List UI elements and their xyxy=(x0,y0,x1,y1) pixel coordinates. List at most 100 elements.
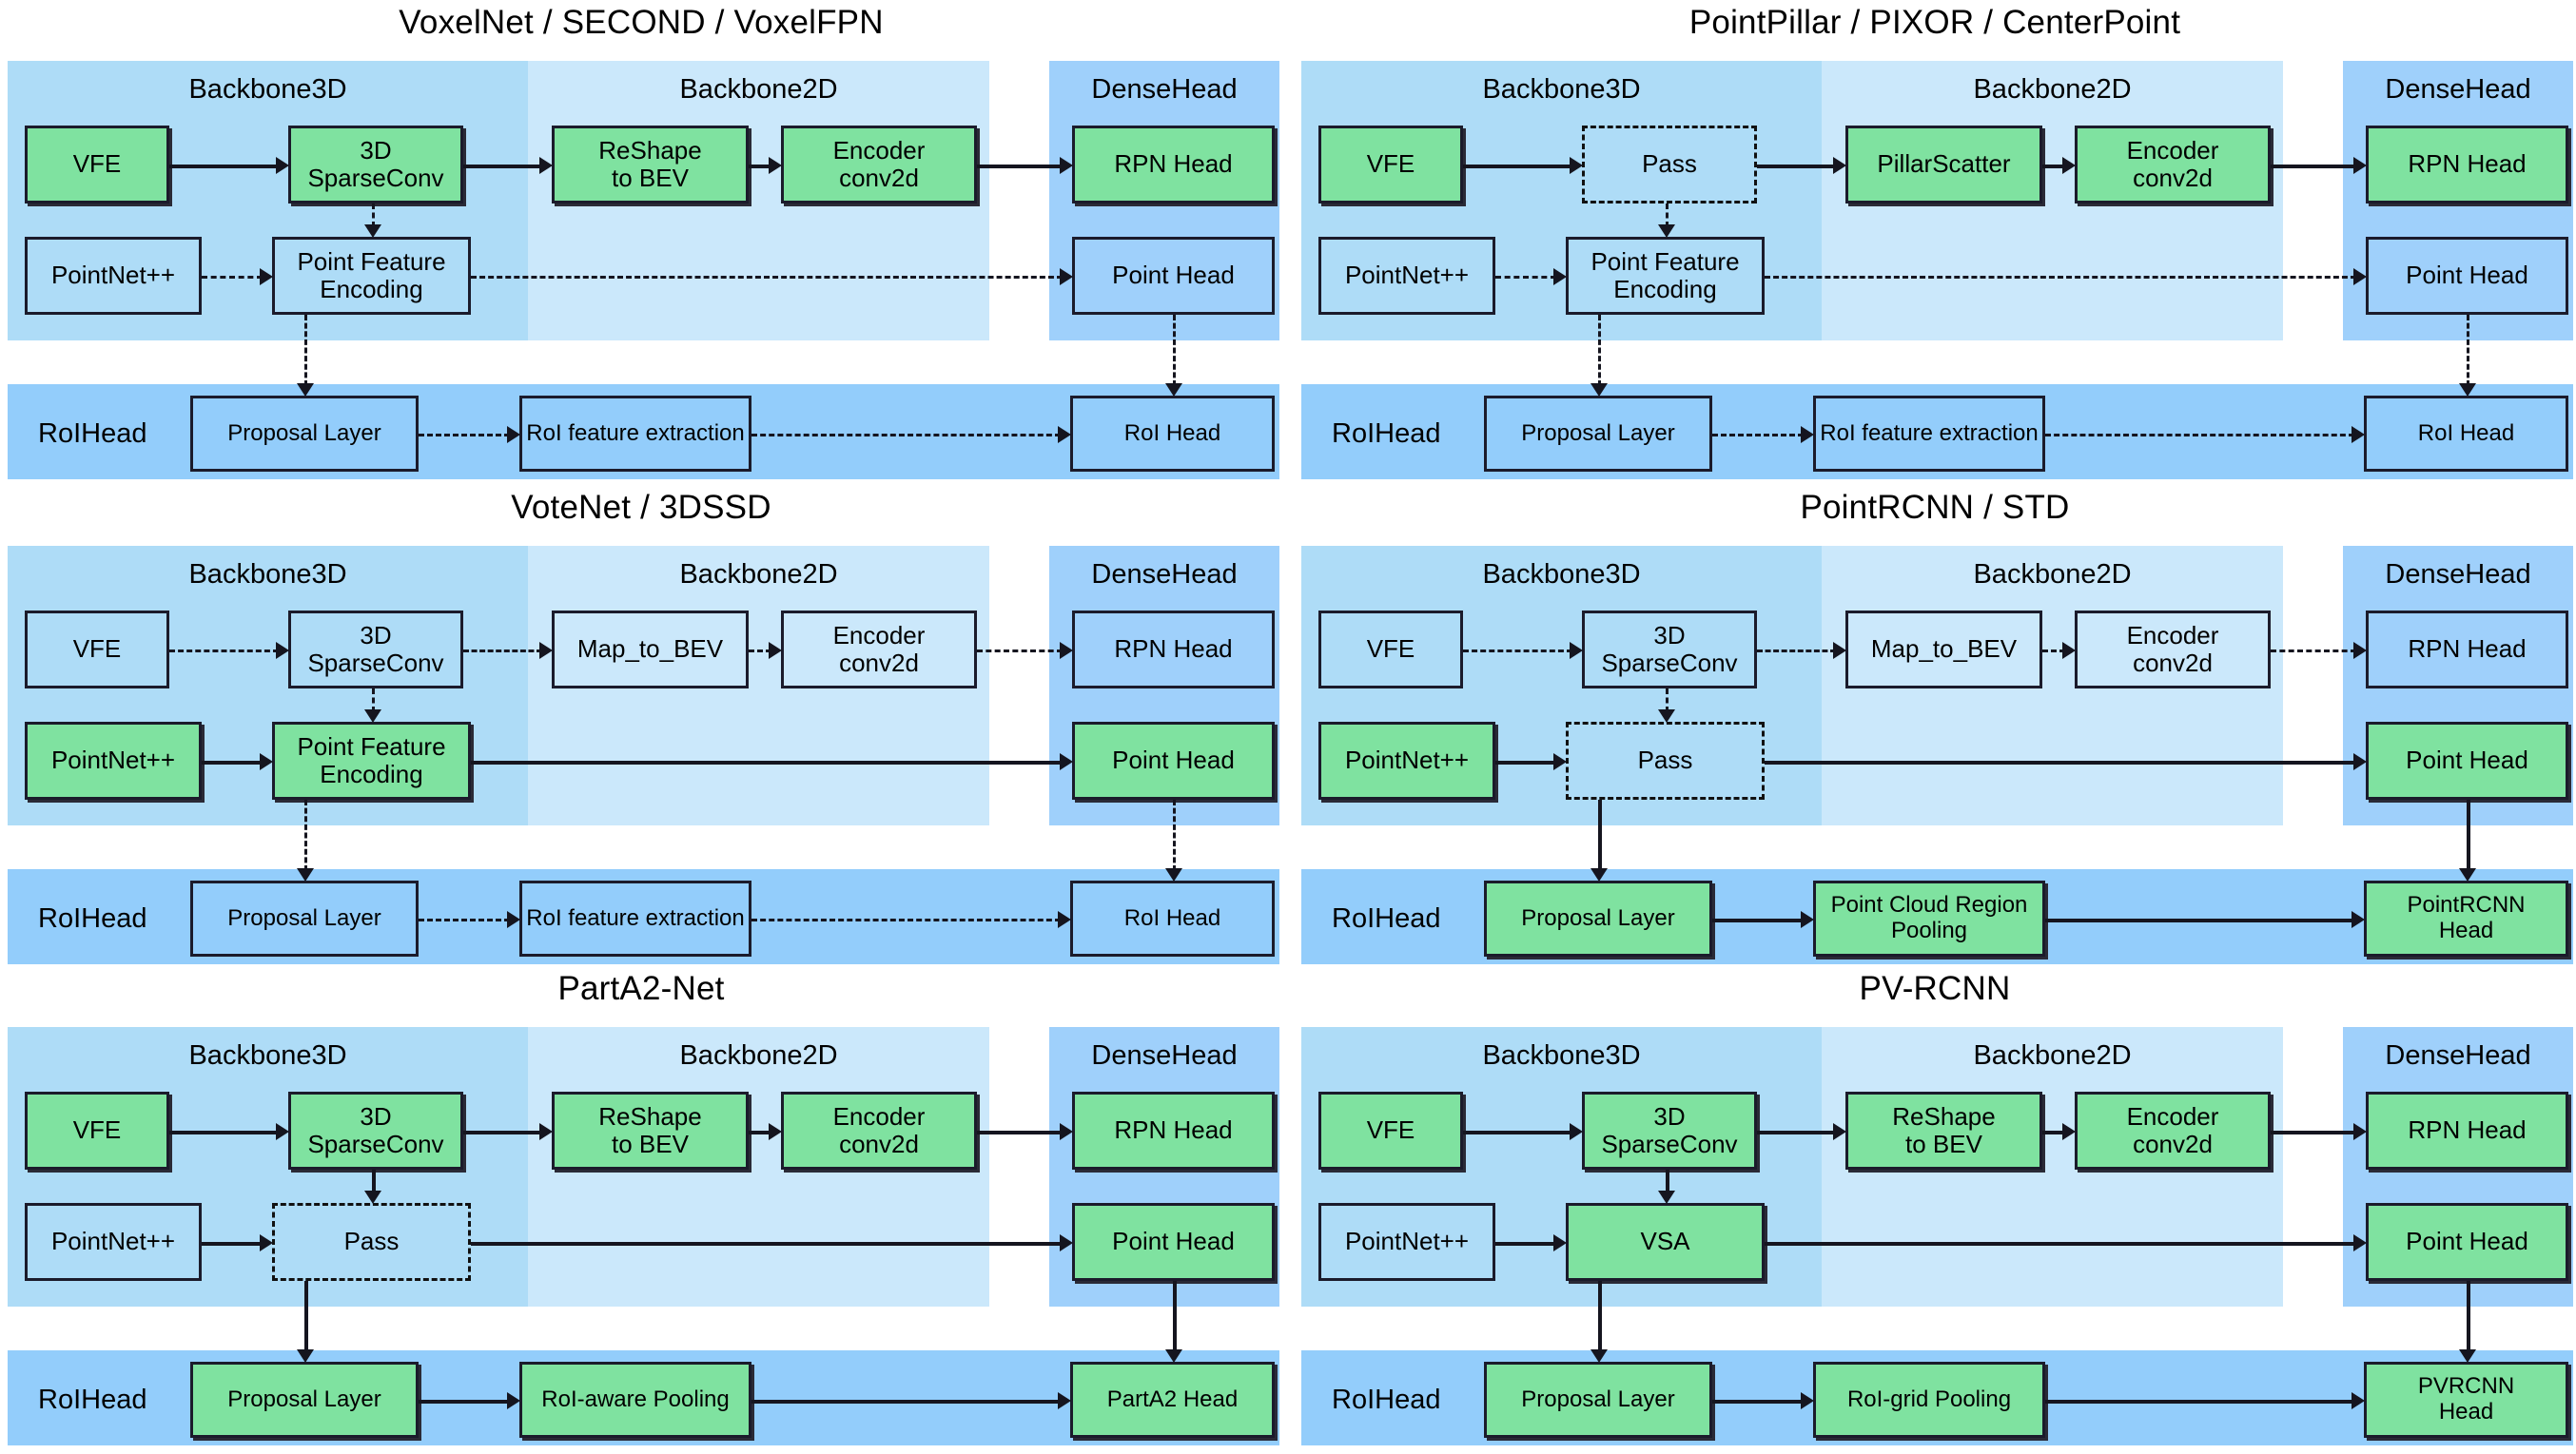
edge-pointnet-to-middle-voxelnet-line xyxy=(202,276,263,279)
edge-middle-to-pointhead-voxelnet-line xyxy=(471,276,1063,279)
node-sparseconv-pointrcnn: 3D SparseConv xyxy=(1582,611,1757,688)
edge-middle-to-proposal-voxelnet-line xyxy=(304,315,307,386)
edge-proposal-to-roifeat-pointrcnn-arrowhead xyxy=(1801,911,1814,928)
edge-sparseconv-to-middle-pointpillar-line xyxy=(1665,204,1669,227)
backbone2d-label: Backbone2D xyxy=(1973,74,2132,105)
roihead-label: RoIHead xyxy=(38,418,147,449)
node-middle-voxelnet: Point Feature Encoding xyxy=(272,237,471,315)
edge-middle-to-pointhead-pvrcnn-arrowhead xyxy=(2353,1234,2367,1251)
node-rpn_head-parta2: RPN Head xyxy=(1072,1092,1275,1170)
edge-vfe-to-sparseconv-pvrcnn-line xyxy=(1463,1131,1572,1134)
edge-sparseconv-to-middle-parta2-line xyxy=(371,1170,376,1193)
edge-sparseconv-to-bev-pointpillar-arrowhead xyxy=(1833,157,1846,174)
edge-proposal-to-roifeat-votenet-line xyxy=(419,919,510,921)
edge-bev-to-encoder-voxelnet-arrowhead xyxy=(769,157,782,174)
edge-vfe-to-sparseconv-pointrcnn-arrowhead xyxy=(1570,642,1583,659)
node-to_bev-parta2: ReShape to BEV xyxy=(552,1092,749,1170)
edge-sparseconv-to-bev-voxelnet-line xyxy=(463,165,542,168)
edge-bev-to-encoder-pvrcnn-arrowhead xyxy=(2062,1123,2076,1140)
edge-proposal-to-roifeat-parta2-line xyxy=(419,1400,510,1404)
node-encoder-pvrcnn: Encoder conv2d xyxy=(2075,1092,2271,1170)
edge-vfe-to-sparseconv-pointrcnn-line xyxy=(1463,649,1572,652)
edge-encoder-to-rpnhead-voxelnet-line xyxy=(977,165,1063,168)
edge-roifeat-to-roihead-pointpillar-arrowhead xyxy=(2352,426,2365,443)
node-roi_head-pvrcnn: PVRCNN Head xyxy=(2364,1362,2568,1438)
densehead-label: DenseHead xyxy=(2385,559,2531,590)
edge-bev-to-encoder-parta2-arrowhead xyxy=(769,1123,782,1140)
edge-pointnet-to-middle-parta2-arrowhead xyxy=(260,1234,273,1251)
edge-middle-to-pointhead-voxelnet-arrowhead xyxy=(1060,268,1073,285)
edge-middle-to-proposal-pointrcnn-arrowhead xyxy=(1590,868,1608,882)
edge-middle-to-proposal-parta2-line xyxy=(304,1281,308,1352)
edge-middle-to-proposal-voxelnet-arrowhead xyxy=(297,383,314,397)
node-roi_feat-pointrcnn: Point Cloud Region Pooling xyxy=(1813,881,2045,957)
node-pointnet-pvrcnn: PointNet++ xyxy=(1318,1203,1495,1281)
edge-encoder-to-rpnhead-pointpillar-line xyxy=(2271,165,2356,168)
edge-encoder-to-rpnhead-parta2-arrowhead xyxy=(1060,1123,1073,1140)
edge-roifeat-to-roihead-voxelnet-arrowhead xyxy=(1058,426,1071,443)
node-encoder-parta2: Encoder conv2d xyxy=(781,1092,977,1170)
backbone2d-label: Backbone2D xyxy=(1973,559,2132,590)
edge-bev-to-encoder-pointrcnn-line xyxy=(2042,649,2065,652)
edge-sparseconv-to-bev-parta2-line xyxy=(463,1131,542,1134)
backbone3d-label: Backbone3D xyxy=(1482,559,1641,590)
node-vfe-pvrcnn: VFE xyxy=(1318,1092,1463,1170)
node-to_bev-votenet: Map_to_BEV xyxy=(552,611,749,688)
edge-sparseconv-to-bev-pointpillar-line xyxy=(1757,165,1836,168)
backbone2d-label: Backbone2D xyxy=(679,1040,838,1071)
edge-proposal-to-roifeat-voxelnet-arrowhead xyxy=(507,426,520,443)
panel-title-votenet: VoteNet / 3DSSD xyxy=(511,489,771,526)
edge-encoder-to-rpnhead-pvrcnn-line xyxy=(2271,1131,2356,1134)
node-middle-pointpillar: Point Feature Encoding xyxy=(1566,237,1765,315)
edge-vfe-to-sparseconv-parta2-line xyxy=(169,1131,279,1134)
panel-title-pointrcnn: PointRCNN / STD xyxy=(1800,489,2070,526)
edge-middle-to-pointhead-pvrcnn-line xyxy=(1765,1242,2356,1246)
edge-roifeat-to-roihead-parta2-arrowhead xyxy=(1058,1392,1071,1409)
densehead-label: DenseHead xyxy=(2385,74,2531,105)
backbone3d-label: Backbone3D xyxy=(1482,1040,1641,1071)
node-rpn_head-pvrcnn: RPN Head xyxy=(2366,1092,2568,1170)
edge-encoder-to-rpnhead-parta2-line xyxy=(977,1131,1063,1134)
edge-proposal-to-roifeat-pointpillar-arrowhead xyxy=(1801,426,1814,443)
node-middle-pointrcnn: Pass xyxy=(1566,722,1765,800)
edge-pointnet-to-middle-pvrcnn-arrowhead xyxy=(1553,1234,1567,1251)
backbone2d-label: Backbone2D xyxy=(679,559,838,590)
edge-bev-to-encoder-pointpillar-arrowhead xyxy=(2062,157,2076,174)
edge-vfe-to-sparseconv-parta2-arrowhead xyxy=(276,1123,289,1140)
edge-sparseconv-to-bev-voxelnet-arrowhead xyxy=(539,157,553,174)
edge-pointnet-to-middle-pvrcnn-line xyxy=(1495,1242,1556,1246)
backbone3d-label: Backbone3D xyxy=(188,1040,347,1071)
edge-pointhead-to-roihead-voxelnet-line xyxy=(1172,315,1176,386)
edge-vfe-to-sparseconv-pointpillar-line xyxy=(1463,165,1572,168)
roihead-label: RoIHead xyxy=(1332,418,1441,449)
edge-sparseconv-to-bev-parta2-arrowhead xyxy=(539,1123,553,1140)
edge-middle-to-proposal-parta2-arrowhead xyxy=(297,1349,314,1363)
edge-pointhead-to-roihead-votenet-line xyxy=(1172,800,1176,871)
edge-bev-to-encoder-voxelnet-line xyxy=(749,165,771,168)
edge-sparseconv-to-middle-pvrcnn-line xyxy=(1665,1170,1669,1193)
node-middle-pvrcnn: VSA xyxy=(1566,1203,1765,1281)
edge-bev-to-encoder-pointrcnn-arrowhead xyxy=(2062,642,2076,659)
edge-encoder-to-rpnhead-pointpillar-arrowhead xyxy=(2353,157,2367,174)
edge-vfe-to-sparseconv-voxelnet-line xyxy=(169,165,279,168)
node-point_head-pvrcnn: Point Head xyxy=(2366,1203,2568,1281)
edge-pointhead-to-roihead-pointpillar-line xyxy=(2466,315,2469,386)
node-roi_feat-voxelnet: RoI feature extraction xyxy=(519,396,751,472)
roihead-label: RoIHead xyxy=(38,1385,147,1415)
edge-proposal-to-roifeat-pvrcnn-arrowhead xyxy=(1801,1392,1814,1409)
node-point_head-parta2: Point Head xyxy=(1072,1203,1275,1281)
node-to_bev-pvrcnn: ReShape to BEV xyxy=(1845,1092,2042,1170)
roihead-label: RoIHead xyxy=(1332,1385,1441,1415)
edge-encoder-to-rpnhead-pointrcnn-line xyxy=(2271,649,2356,652)
edge-sparseconv-to-middle-voxelnet-line xyxy=(371,204,375,227)
edge-middle-to-proposal-pointpillar-line xyxy=(1598,315,1601,386)
node-rpn_head-pointrcnn: RPN Head xyxy=(2366,611,2568,688)
edge-middle-to-pointhead-pointpillar-line xyxy=(1765,276,2356,279)
node-pointnet-votenet: PointNet++ xyxy=(25,722,202,800)
node-pointnet-voxelnet: PointNet++ xyxy=(25,237,202,315)
edge-bev-to-encoder-votenet-arrowhead xyxy=(769,642,782,659)
edge-bev-to-encoder-pointpillar-line xyxy=(2042,165,2065,168)
node-point_head-voxelnet: Point Head xyxy=(1072,237,1275,315)
